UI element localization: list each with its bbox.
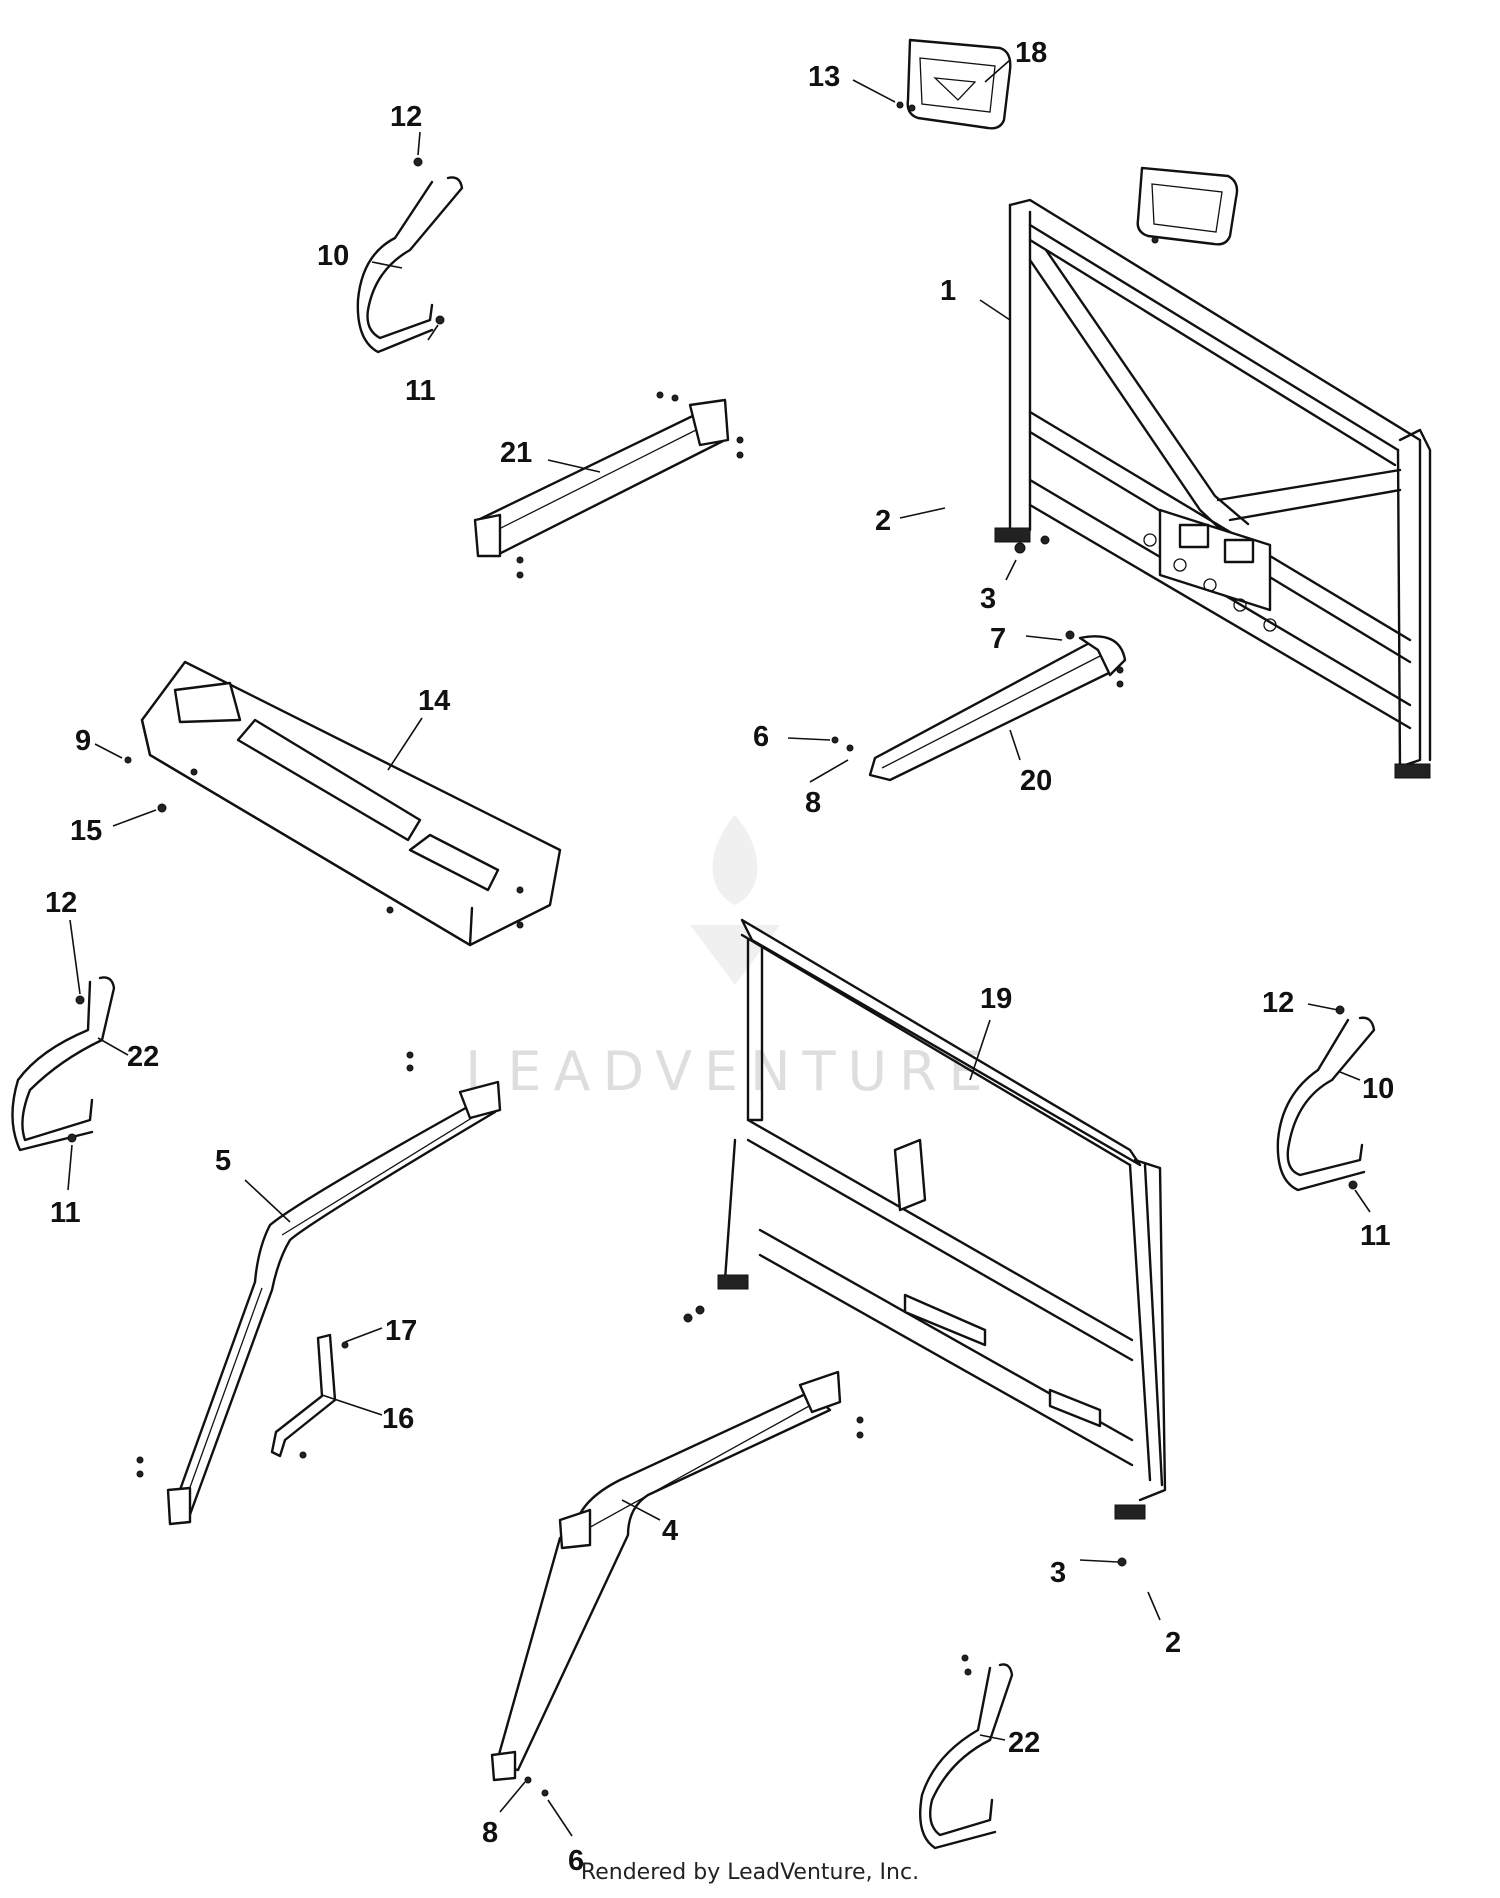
hardware-fasteners	[67, 101, 1358, 1797]
callout-19: 19	[980, 983, 1012, 1015]
callout-2-lower: 2	[1165, 1627, 1181, 1659]
callout-18: 18	[1015, 37, 1047, 69]
part-10-grab-handle-left	[356, 176, 464, 354]
part-14-back-panel	[140, 660, 562, 947]
callout-10-right: 10	[1362, 1073, 1394, 1105]
callout-5: 5	[215, 1145, 231, 1177]
callout-1: 1	[940, 275, 956, 307]
callout-8-lower: 8	[482, 1817, 498, 1849]
callout-21: 21	[500, 437, 532, 469]
part-20-tube	[868, 635, 1127, 782]
callout-15: 15	[70, 815, 102, 847]
leader-lines	[67, 59, 1371, 1837]
part-4-front-tube	[490, 1370, 842, 1782]
callout-14: 14	[418, 685, 450, 717]
part-22-handle-bottom	[918, 1663, 1014, 1850]
callout-10-top: 10	[317, 240, 349, 272]
callout-6-lower: 6	[568, 1845, 584, 1877]
callout-11-top: 11	[405, 375, 436, 407]
callout-12-right: 12	[1262, 987, 1294, 1019]
callout-12-left: 12	[45, 887, 77, 919]
callout-2-upper: 2	[875, 505, 891, 537]
footer-credit: Rendered by LeadVenture, Inc.	[580, 1860, 920, 1885]
part-18-headrest	[906, 38, 1012, 130]
callout-7: 7	[990, 623, 1006, 655]
callout-22-left: 22	[127, 1041, 159, 1073]
callout-13: 13	[808, 61, 840, 93]
part-22-handle-left	[11, 976, 116, 1152]
callout-12-top: 12	[390, 101, 422, 133]
callout-4: 4	[662, 1515, 678, 1547]
part-16-bracket	[270, 1333, 337, 1458]
part-1-rear-frame	[994, 198, 1432, 779]
callout-16: 16	[382, 1403, 414, 1435]
callout-20: 20	[1020, 765, 1052, 797]
part-5-side-tube	[166, 1080, 502, 1526]
watermark-logo	[690, 815, 780, 985]
callout-8-upper: 8	[805, 787, 821, 819]
part-10-grab-handle-right	[1276, 1016, 1376, 1192]
part-18-headrest-second	[1136, 166, 1239, 246]
callout-6-upper: 6	[753, 721, 769, 753]
callout-11-right: 11	[1360, 1220, 1391, 1252]
callout-labels: 18 13 12 10 11 1 21 2 3 7 6 8 20 14 9 15…	[45, 37, 1394, 1877]
part-21-cross-tube	[473, 398, 730, 558]
callout-17: 17	[385, 1315, 417, 1347]
callout-22-bottom: 22	[1008, 1727, 1040, 1759]
callout-9: 9	[75, 725, 91, 757]
part-19-front-frame	[717, 918, 1167, 1520]
callout-11-left: 11	[50, 1197, 81, 1229]
callout-3-lower: 3	[1050, 1557, 1066, 1589]
watermark-text: LEADVENTURE	[465, 1040, 994, 1103]
callout-3-upper: 3	[980, 583, 996, 615]
